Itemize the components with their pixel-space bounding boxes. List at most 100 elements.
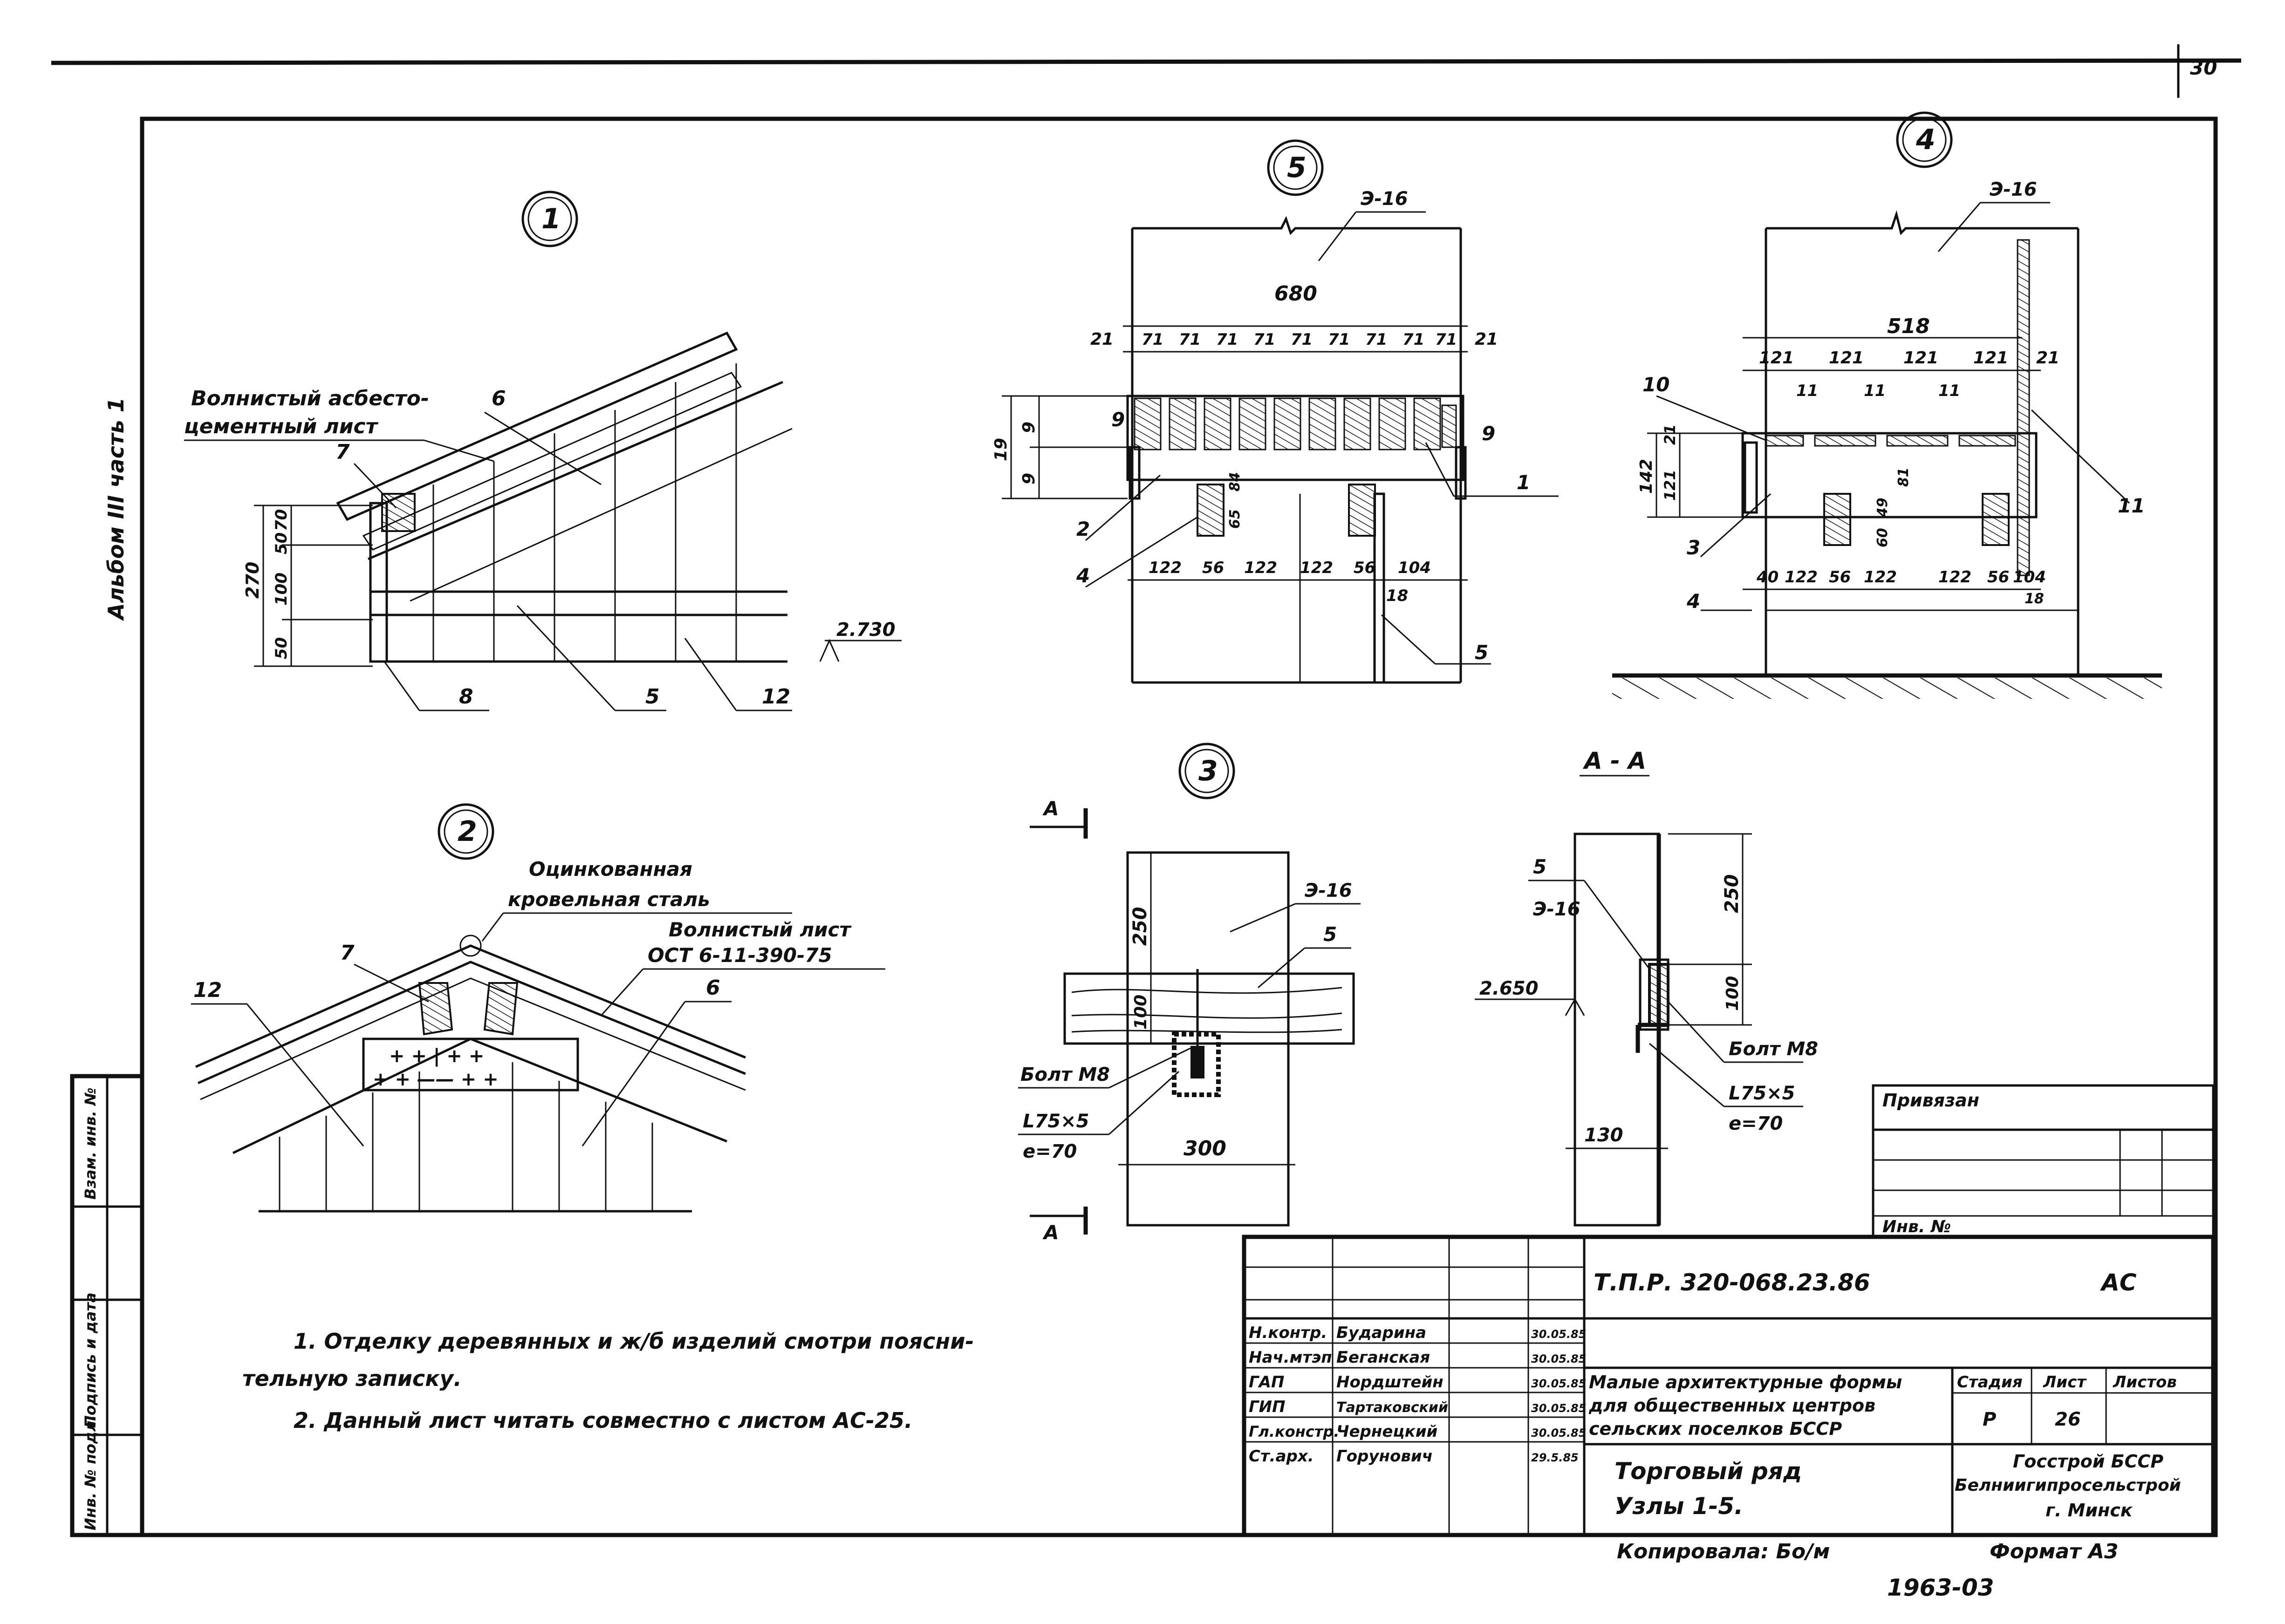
note-2: 2. Данный лист читать совместно с листом… — [294, 1408, 912, 1433]
dim-122-n4a: 122 — [1785, 568, 1818, 587]
archive-number: 1963-03 — [1887, 1574, 1994, 1601]
date-1: 30.05.85 — [1531, 1352, 1586, 1365]
dim-71-6: 71 — [1328, 330, 1350, 349]
dim-49: 49 — [1875, 498, 1891, 518]
name-1: Беганская — [1336, 1348, 1430, 1367]
dim-11-n4b: 11 — [1864, 382, 1886, 400]
dim-121-n4d: 121 — [1973, 348, 2008, 368]
role-3: ГИП — [1249, 1398, 1286, 1416]
privyazan-title: Привязан — [1882, 1090, 1979, 1111]
dim-270: 270 — [242, 562, 263, 599]
pos-9-n5a: 9 — [1111, 408, 1125, 431]
node-2: 2 + + | + + + + —— + + Оцинкованная кров… — [191, 803, 885, 1213]
dim-71-9: 71 — [1435, 330, 1457, 349]
role-5: Ст.арх. — [1249, 1447, 1314, 1466]
dim-50a: 50 — [272, 637, 291, 659]
dim-71-3: 71 — [1216, 330, 1238, 349]
dim-21-n4: 21 — [2036, 348, 2059, 368]
note-1b: тельную записку. — [242, 1366, 462, 1391]
notes: 1. Отделку деревянных и ж/б изделий смот… — [242, 1329, 974, 1433]
bolt-m8-b: Болт М8 — [1729, 1038, 1818, 1060]
node-1-label: 1 — [541, 203, 561, 235]
angle-a: L75×5 — [1023, 1111, 1089, 1132]
dim-122-n5a: 122 — [1149, 559, 1182, 577]
dim-250-aa: 250 — [1721, 874, 1743, 914]
dim-100a: 100 — [272, 573, 291, 606]
sheet-header: Лист — [2043, 1373, 2087, 1392]
dim-56-n5b: 56 — [1354, 559, 1375, 577]
pos-5-aa: 5 — [1533, 855, 1546, 878]
sheet-frame: 30 Альбом III часть 1 — [51, 44, 2242, 1537]
pos-9-n5b: 9 — [1482, 422, 1495, 445]
slats-node-5 — [1134, 397, 1457, 450]
pos-6-n2: 6 — [706, 976, 720, 1000]
privyazan-table: Привязан Инв. № — [1872, 1084, 2215, 1238]
dim-21-n5a: 21 — [1090, 330, 1114, 349]
pos-11-n4: 11 — [2118, 494, 2145, 517]
dim-130: 130 — [1584, 1125, 1623, 1146]
elev-2730: 2.730 — [836, 619, 896, 641]
pos-7-n2: 7 — [340, 941, 355, 965]
ost-label: ОСТ 6-11-390-75 — [648, 944, 832, 967]
name-4: Чернецкий — [1336, 1422, 1437, 1441]
wavy-asbestos-label-2: цементный лист — [184, 415, 379, 438]
e16-b: Э-16 — [1990, 179, 2037, 200]
dim-142: 142 — [1637, 459, 1656, 494]
pos-5-n1: 5 — [645, 685, 660, 709]
dim-121-n4a: 121 — [1759, 348, 1794, 368]
doc-mark: АС — [2100, 1269, 2137, 1296]
node-3: 3 А А 250 100 300 Э-16 5 Болт М8 L75×5 е… — [1018, 743, 1361, 1244]
stage-header: Стадия — [1957, 1373, 2023, 1392]
dim-21-n4v: 21 — [1661, 424, 1679, 445]
dim-104-n4: 104 — [2013, 568, 2046, 587]
stage-value: Р — [1983, 1409, 1996, 1430]
name-5: Горунович — [1336, 1447, 1433, 1466]
sheet-value: 26 — [2055, 1409, 2081, 1430]
section-aa: А - А 250 100 130 2.650 5 Э-16 Болт М8 L… — [1475, 747, 1818, 1227]
elev-2650: 2.650 — [1479, 978, 1539, 999]
org-3: г. Минск — [2046, 1500, 2133, 1521]
name-0: Бударина — [1336, 1324, 1426, 1342]
node-5: 5 Э-16 680 21 — [992, 139, 1559, 684]
dim-71-7: 71 — [1365, 330, 1387, 349]
date-5: 29.5.85 — [1531, 1451, 1579, 1464]
dim-21-n5b: 21 — [1475, 330, 1498, 349]
node-4: 4 Э-16 518 121 121 121 121 21 11 11 11 — [1612, 111, 2162, 699]
side-inv: Инв. № подл. — [82, 1415, 99, 1530]
bolt-m8-a: Болт М8 — [1020, 1064, 1110, 1085]
section-mark-top: А — [1042, 797, 1059, 820]
svg-text:+ + —— + +: + + —— + + — [373, 1069, 499, 1090]
dim-518: 518 — [1887, 314, 1930, 338]
footer: Копировала: Бо/м Формат А3 1963-03 — [1617, 1540, 2119, 1601]
dim-122-n4b: 122 — [1864, 568, 1897, 587]
pos-8-n1: 8 — [459, 685, 473, 709]
pos-5-n5: 5 — [1475, 641, 1488, 664]
title-block: Т.П.Р. 320-068.23.86 АС Н.контр. Бударин… — [1242, 1235, 2216, 1537]
name-3: Тартаковский — [1336, 1399, 1448, 1416]
format-label: Формат А3 — [1990, 1540, 2119, 1563]
name-2: Нордштейн — [1336, 1373, 1444, 1392]
dim-9a: 9 — [1019, 422, 1039, 433]
dim-122-n5c: 122 — [1300, 559, 1333, 577]
dim-65: 65 — [1227, 509, 1243, 529]
org-1: Госстрой БССР — [2013, 1451, 2163, 1472]
dim-56-n4a: 56 — [1829, 568, 1851, 587]
wavy-sheet-label: Волнистый лист — [669, 918, 852, 941]
node-1: 1 270 50 100 50 70 — [184, 191, 902, 711]
pos-4-n5: 4 — [1076, 564, 1090, 587]
copy-note: Копировала: Бо/м — [1617, 1540, 1830, 1563]
dim-250-n3: 250 — [1129, 907, 1151, 946]
date-3: 30.05.85 — [1531, 1402, 1586, 1415]
page-number: 30 — [2190, 56, 2217, 79]
role-4: Гл.констр. — [1249, 1423, 1339, 1440]
project-3: сельских поселков БССР — [1589, 1419, 1842, 1439]
pos-10-n4: 10 — [1642, 373, 1669, 396]
angle-b: L75×5 — [1729, 1083, 1795, 1104]
dim-100-aa: 100 — [1723, 976, 1742, 1011]
dim-71-1: 71 — [1142, 330, 1163, 349]
dim-56-n4b: 56 — [1987, 568, 2009, 587]
section-mark-bot: А — [1042, 1221, 1059, 1244]
role-1: Нач.мтэп — [1249, 1348, 1332, 1367]
pos-7-n1: 7 — [335, 440, 350, 464]
